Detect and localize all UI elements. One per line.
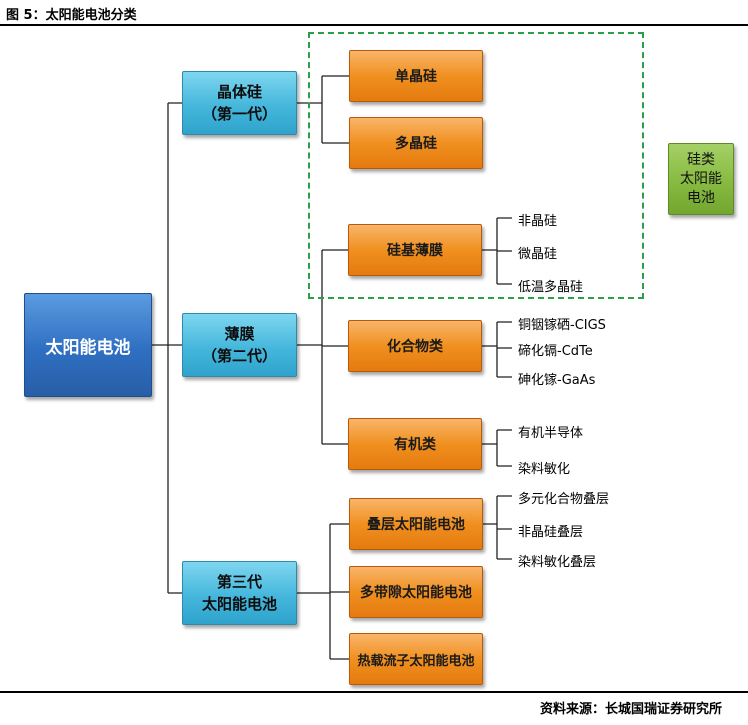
organic-leaf-connector xyxy=(482,429,512,467)
tech-node-mono-si: 单晶硅 xyxy=(349,50,483,102)
category-line1: 硅类 xyxy=(687,151,715,168)
top-rule xyxy=(0,24,748,26)
tech-label: 叠层太阳能电池 xyxy=(367,517,465,533)
generation-3-line1: 第三代 xyxy=(216,573,262,591)
tech-label: 化合物类 xyxy=(387,339,443,355)
tech-label: 有机类 xyxy=(394,437,436,453)
bottom-rule xyxy=(0,691,748,693)
generation-node-1: 晶体硅 （第一代） xyxy=(182,71,297,135)
leaf-item: 染料敏化叠层 xyxy=(518,555,597,570)
leaf-item: 微晶硅 xyxy=(518,247,558,262)
tech-node-tandem: 叠层太阳能电池 xyxy=(349,498,483,550)
root-node: 太阳能电池 xyxy=(24,293,152,397)
silicon-group-frame xyxy=(308,32,644,299)
sifilm-leaf-connector xyxy=(482,217,512,285)
tech-node-multi-bandgap: 多带隙太阳能电池 xyxy=(349,566,483,618)
leaf-item: 碲化镉-CdTe xyxy=(518,344,593,359)
tech-node-poly-si: 多晶硅 xyxy=(349,117,483,169)
compound-leaf-connector xyxy=(482,321,512,378)
generation-2-line1: 薄膜 xyxy=(224,325,255,343)
tech-node-organic: 有机类 xyxy=(348,418,482,470)
gen2-connector xyxy=(297,249,348,445)
leaf-item: 非晶硅叠层 xyxy=(518,525,584,540)
generation-node-2: 薄膜 （第二代） xyxy=(182,313,297,377)
generation-1-line2: （第一代） xyxy=(201,105,277,123)
leaf-item: 染料敏化 xyxy=(518,462,571,477)
silicon-category-node: 硅类 太阳能 电池 xyxy=(668,143,734,215)
leaf-item: 多元化合物叠层 xyxy=(518,492,610,507)
tech-label: 单晶硅 xyxy=(395,69,437,85)
leaf-item: 有机半导体 xyxy=(518,426,584,441)
generation-node-3: 第三代 太阳能电池 xyxy=(182,561,297,625)
tech-label: 多带隙太阳能电池 xyxy=(360,585,472,601)
tandem-leaf-connector xyxy=(483,495,512,560)
tech-node-si-film: 硅基薄膜 xyxy=(348,224,482,276)
source-note: 资料来源：长城国瑞证券研究所 xyxy=(539,702,722,717)
tech-label: 热载流子太阳能电池 xyxy=(357,653,475,669)
tech-node-compound: 化合物类 xyxy=(348,320,482,372)
category-line3: 电池 xyxy=(687,189,715,206)
tech-label: 硅基薄膜 xyxy=(387,243,443,259)
leaf-item: 砷化镓-GaAs xyxy=(518,373,596,388)
gen3-connector xyxy=(297,523,349,660)
leaf-item: 铜铟镓硒-CIGS xyxy=(518,318,606,333)
generation-3-line2: 太阳能电池 xyxy=(201,595,277,613)
tech-label: 多晶硅 xyxy=(395,136,437,152)
leaf-item: 低温多晶硅 xyxy=(518,280,584,295)
leaf-item: 非晶硅 xyxy=(518,214,558,229)
generation-2-line2: （第二代） xyxy=(201,347,277,365)
tech-node-hot-carrier: 热载流子太阳能电池 xyxy=(349,633,483,685)
root-connector xyxy=(152,102,182,594)
generation-1-line1: 晶体硅 xyxy=(216,83,262,101)
root-label: 太阳能电池 xyxy=(45,337,131,358)
figure-title: 图 5：太阳能电池分类 xyxy=(6,8,137,23)
category-line2: 太阳能 xyxy=(680,170,722,187)
